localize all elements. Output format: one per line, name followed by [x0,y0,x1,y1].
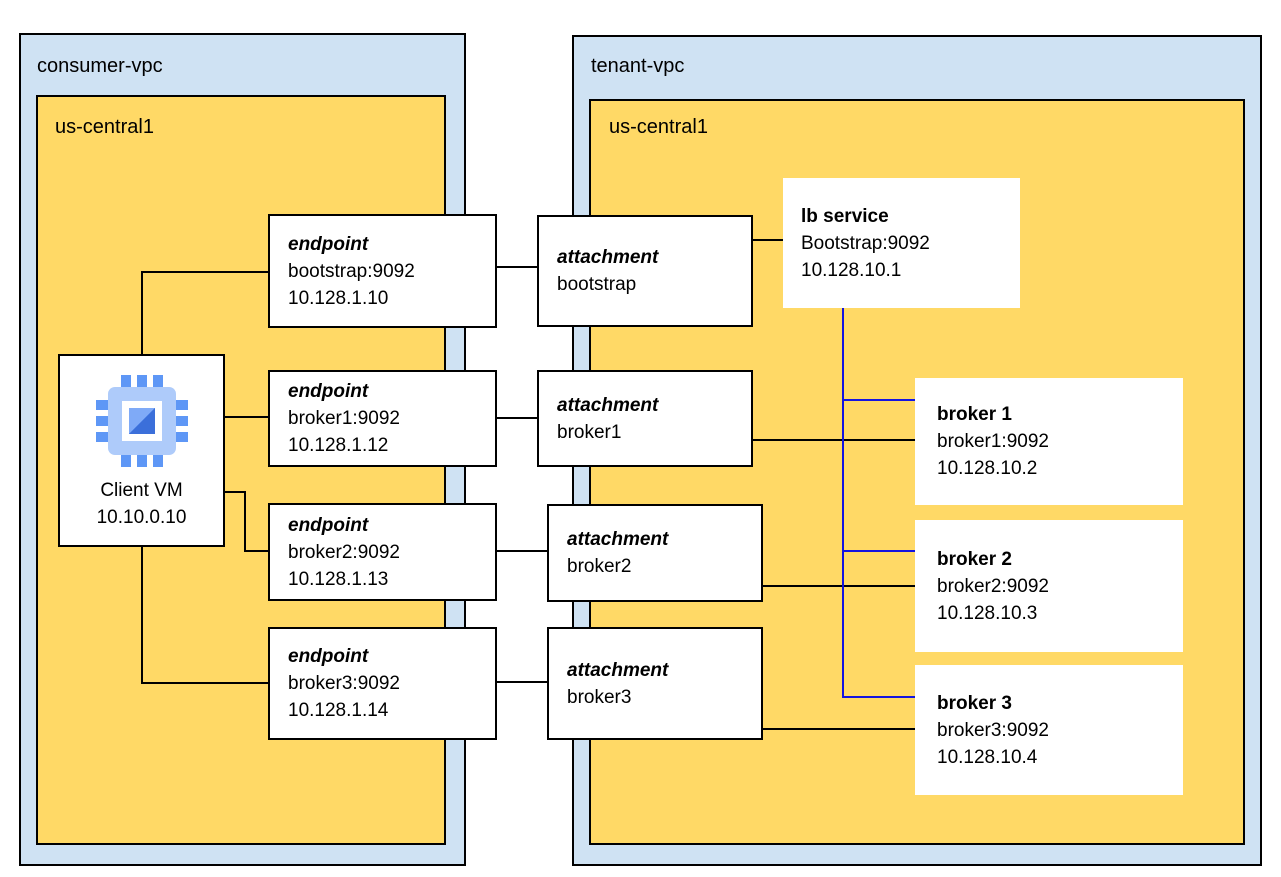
connector-attachment1-lbservice [752,239,784,241]
endpoint-title: endpoint [288,381,369,402]
connector-clientvm-endpoint3-seg3 [244,550,269,552]
broker-service: broker2:9092 [937,575,1049,597]
endpoint-ip: 10.128.1.10 [288,287,389,309]
connector-clientvm-endpoint1-vertical [141,271,143,355]
broker-service: broker3:9092 [937,719,1049,741]
connector-clientvm-endpoint4-horizontal [141,682,269,684]
broker-title: broker 2 [937,548,1012,570]
broker-title: broker 1 [937,404,1012,425]
client-vm-name: Client VM [100,479,183,501]
connector-endpoint2-attachment2 [496,417,538,419]
lb-branch-broker2 [842,550,916,552]
lb-service-title: lb service [801,205,889,227]
client-vm-node: Client VM 10.10.0.10 [58,354,225,547]
endpoint-ip: 10.128.1.14 [288,700,389,721]
endpoint-service: broker2:9092 [288,541,400,563]
endpoint-node-bootstrap: endpoint bootstrap:9092 10.128.1.10 [268,214,497,328]
connector-endpoint3-attachment3 [496,550,548,552]
tenant-vpc-label: tenant-vpc [591,55,685,77]
broker-service: broker1:9092 [937,431,1049,452]
attachment-node-bootstrap: attachment bootstrap [537,215,753,327]
endpoint-node-broker3: endpoint broker3:9092 10.128.1.14 [268,627,497,740]
endpoint-node-broker2: endpoint broker2:9092 10.128.1.13 [268,503,497,601]
endpoint-title: endpoint [288,646,369,667]
endpoint-service: bootstrap:9092 [288,260,415,282]
attachment-title: attachment [567,529,669,550]
endpoint-service: broker1:9092 [288,408,400,429]
connector-endpoint1-attachment1 [496,266,538,268]
connector-clientvm-endpoint3-seg1 [225,491,246,493]
consumer-vpc-label: consumer-vpc [37,55,163,77]
connector-clientvm-endpoint4-vertical [141,547,143,684]
connector-attachment2-broker1 [752,439,916,441]
tenant-region-label: us-central1 [609,116,708,138]
connector-clientvm-endpoint1-horizontal [141,271,269,273]
endpoint-title: endpoint [288,233,369,255]
connector-attachment3-broker2 [762,585,916,587]
compute-engine-chip-icon [95,374,188,467]
consumer-region-label: us-central1 [55,116,154,138]
attachment-target: broker1 [557,421,622,443]
attachment-title: attachment [557,247,659,268]
connector-clientvm-endpoint3-seg2 [244,491,246,552]
connector-endpoint4-attachment4 [496,681,548,683]
lb-service-ip: 10.128.10.1 [801,259,902,281]
attachment-node-broker1: attachment broker1 [537,370,753,467]
lb-service-listener: Bootstrap:9092 [801,232,930,254]
endpoint-title: endpoint [288,514,369,536]
attachment-target: broker3 [567,686,632,708]
attachment-title: attachment [567,659,669,681]
broker-node-2: broker 2 broker2:9092 10.128.10.3 [915,520,1183,652]
broker-node-1: broker 1 broker1:9092 10.128.10.2 [915,378,1183,505]
broker-ip: 10.128.10.3 [937,602,1038,624]
lb-branch-broker3 [842,696,916,698]
attachment-target: bootstrap [557,274,637,295]
attachment-node-broker2: attachment broker2 [547,504,763,602]
client-vm-ip: 10.10.0.10 [96,506,187,528]
connector-clientvm-endpoint2 [225,416,269,418]
lb-service-node: lb service Bootstrap:9092 10.128.10.1 [783,178,1020,308]
connector-attachment4-broker3 [762,728,916,730]
broker-title: broker 3 [937,692,1012,714]
endpoint-service: broker3:9092 [288,673,400,694]
endpoint-ip: 10.128.1.13 [288,568,389,590]
endpoint-node-broker1: endpoint broker1:9092 10.128.1.12 [268,370,497,467]
broker-ip: 10.128.10.4 [937,746,1038,768]
lb-trunk-line [842,308,844,698]
broker-ip: 10.128.10.2 [937,458,1038,479]
attachment-title: attachment [557,394,659,416]
lb-branch-broker1 [842,399,916,401]
broker-node-3: broker 3 broker3:9092 10.128.10.4 [915,665,1183,795]
endpoint-ip: 10.128.1.12 [288,435,389,456]
attachment-target: broker2 [567,556,632,577]
attachment-node-broker3: attachment broker3 [547,627,763,740]
